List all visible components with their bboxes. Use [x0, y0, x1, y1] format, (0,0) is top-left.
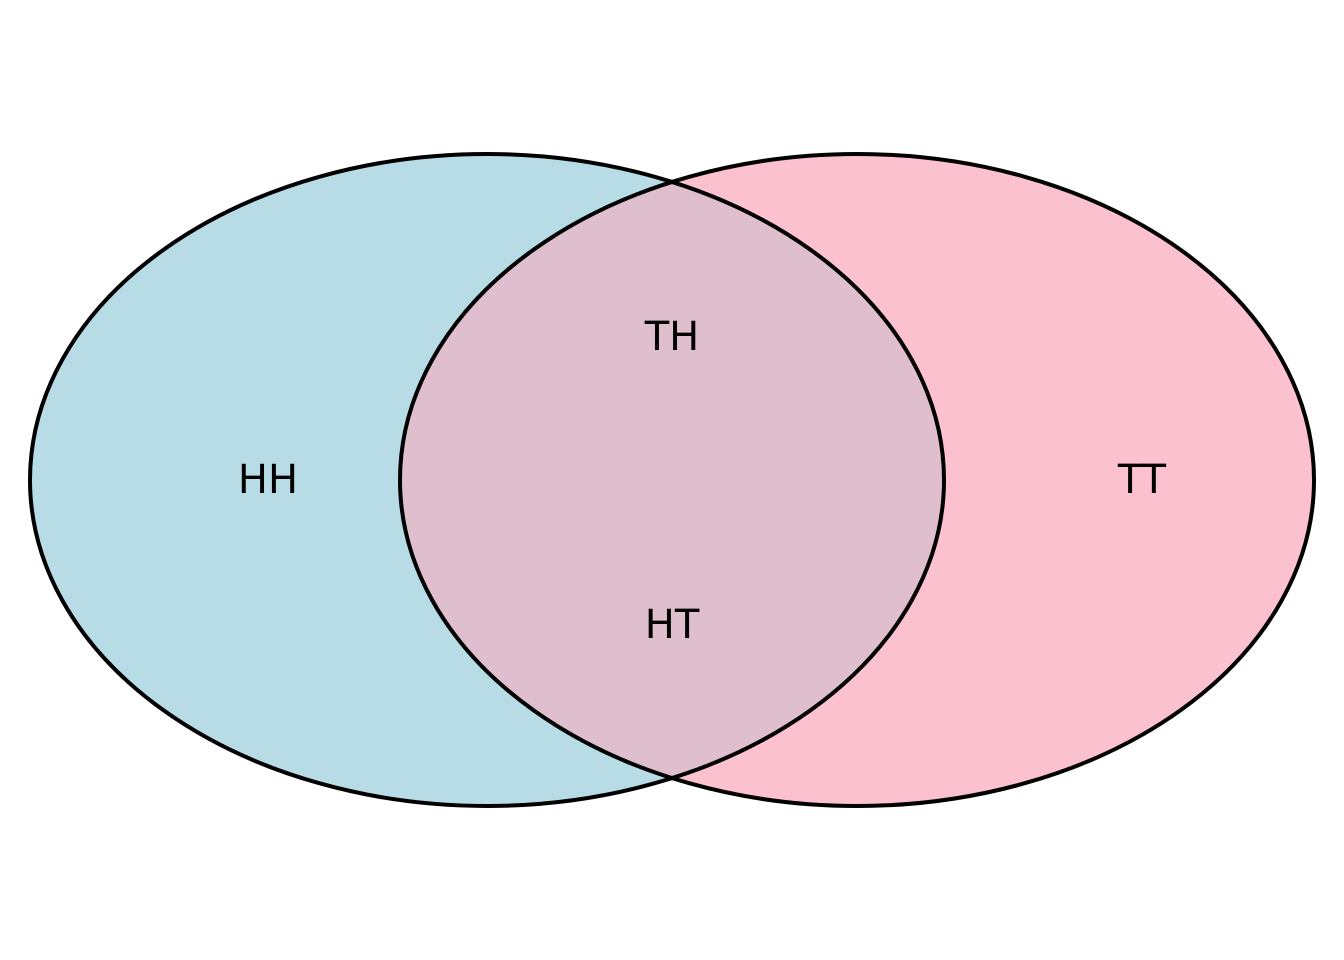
right-only-label: TT — [1117, 457, 1167, 503]
left-set-outline — [28, 152, 946, 808]
overlap-label-top: TH — [644, 314, 700, 360]
overlap-label-bottom: HT — [645, 602, 700, 648]
right-set-outline — [398, 152, 1316, 808]
overlap-region — [400, 154, 944, 806]
left-only-label: HH — [238, 457, 298, 503]
